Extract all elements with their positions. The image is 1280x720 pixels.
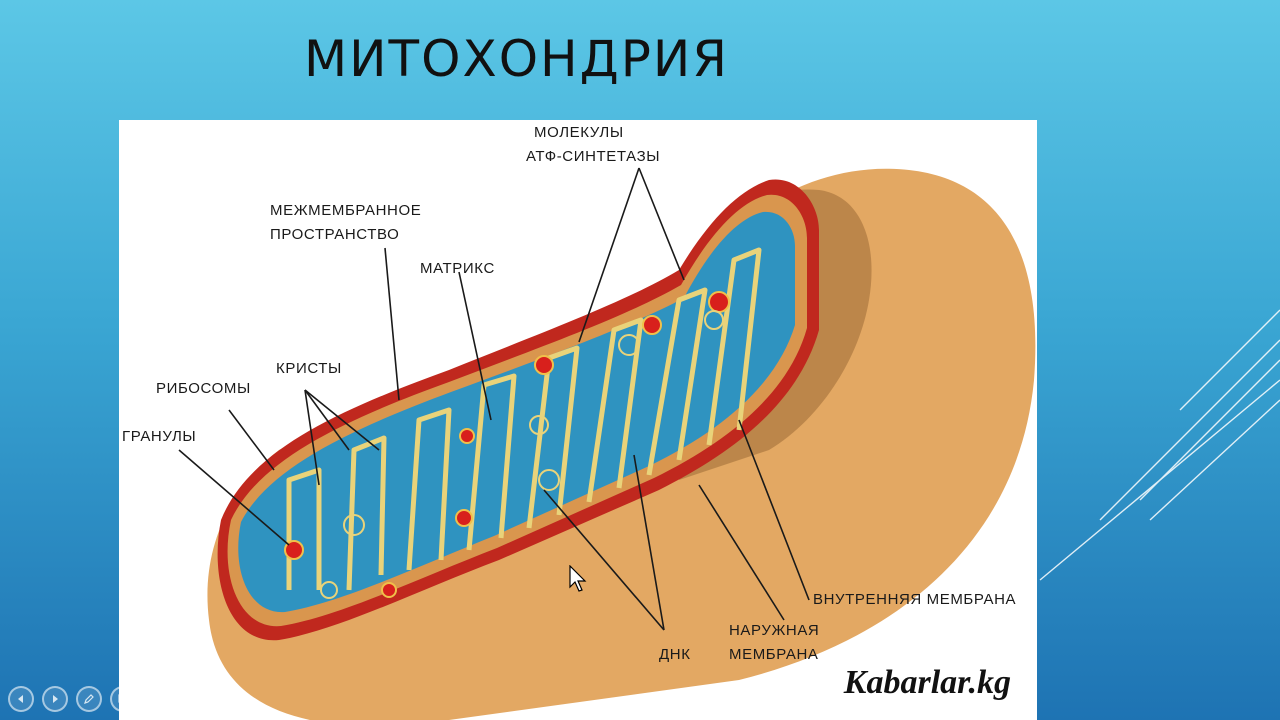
mitochondrion-illustration — [178, 167, 1036, 720]
zoom-button[interactable] — [144, 686, 170, 712]
label-granules: ГРАНУЛЫ — [122, 428, 197, 445]
label-intermembrane-1: МЕЖМЕМБРАННОЕ — [270, 202, 422, 219]
mouse-cursor-icon — [569, 565, 587, 592]
slideshow-controls — [8, 686, 204, 712]
granules — [284, 291, 730, 598]
matrix — [238, 211, 795, 613]
mitochondrion-figure: МОЛЕКУЛЫ АТФ-СИНТЕТАЗЫ МЕЖМЕМБРАННОЕ ПРО… — [119, 120, 1037, 720]
label-dna: ДНК — [659, 646, 691, 663]
label-atp-synthase-1: МОЛЕКУЛЫ — [534, 124, 624, 141]
label-ribosomes: РИБОСОМЫ — [156, 380, 251, 397]
previous-icon — [18, 695, 23, 703]
watermark: Kabarlar.kg — [843, 664, 1011, 701]
label-intermembrane-2: ПРОСТРАНСТВО — [270, 226, 400, 243]
cristae — [286, 247, 762, 591]
more-icon — [187, 698, 195, 700]
pen-button[interactable] — [76, 686, 102, 712]
slide-title: МИТОХОНДРИЯ — [304, 30, 730, 88]
label-cristae: КРИСТЫ — [276, 360, 342, 377]
label-outer-membrane-1: НАРУЖНАЯ — [729, 622, 820, 639]
slides-icon — [118, 694, 128, 703]
previous-slide-button[interactable] — [8, 686, 34, 712]
pointer-lines — [178, 167, 810, 631]
dna-rings — [320, 310, 724, 599]
slides-button[interactable] — [110, 686, 136, 712]
label-atp-synthase-2: АТФ-СИНТЕТАЗЫ — [526, 148, 661, 165]
next-slide-button[interactable] — [42, 686, 68, 712]
label-inner-membrane: ВНУТРЕННЯЯ МЕМБРАНА — [813, 591, 1017, 608]
decorative-lines — [1039, 309, 1280, 581]
zoom-icon — [152, 694, 162, 704]
more-button[interactable] — [178, 686, 204, 712]
next-icon — [53, 695, 58, 703]
pen-icon — [84, 694, 94, 704]
label-outer-membrane-2: МЕМБРАНА — [729, 646, 819, 663]
label-matrix: МАТРИКС — [420, 260, 495, 277]
